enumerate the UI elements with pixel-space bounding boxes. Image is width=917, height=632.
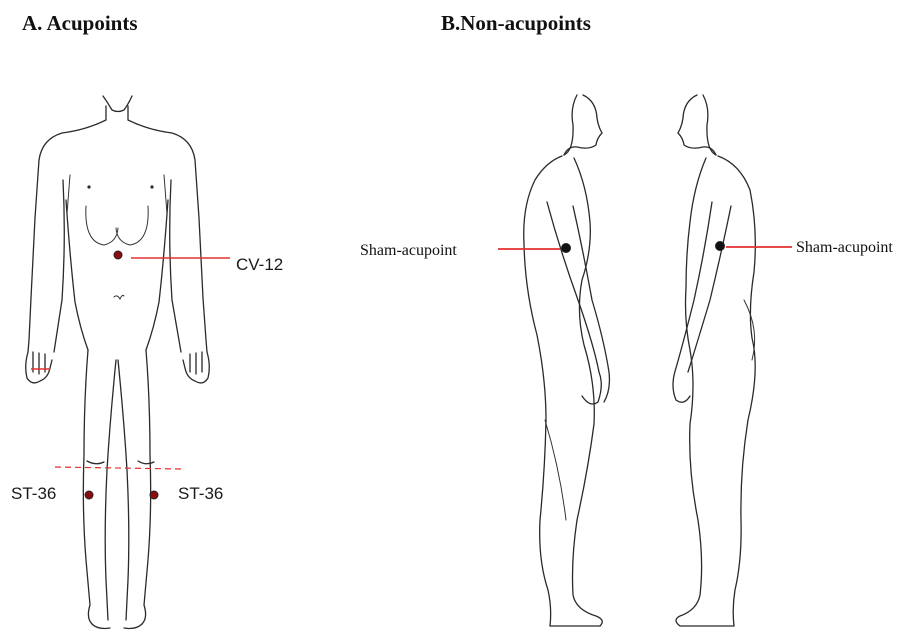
sham-right-label: Sham-acupoint	[796, 239, 893, 256]
panel-b-title: B.Non-acupoints	[441, 11, 591, 35]
cv12-label: CV-12	[236, 255, 283, 274]
front-body-outline	[26, 96, 210, 629]
st36-right-marker	[150, 491, 158, 499]
side-body-outline-facing-right	[524, 95, 610, 626]
st36-left-label: ST-36	[11, 484, 56, 503]
st36-right-label: ST-36	[178, 484, 223, 503]
side-body-outline-facing-left	[673, 95, 755, 626]
cv12-marker	[114, 251, 122, 259]
st36-dashed-guide-line	[55, 467, 181, 469]
sham-right-marker	[716, 242, 725, 251]
sham-left-label: Sham-acupoint	[360, 242, 457, 259]
st36-left-marker	[85, 491, 93, 499]
panel-a-title: A. Acupoints	[22, 11, 138, 35]
sham-left-marker	[562, 244, 571, 253]
